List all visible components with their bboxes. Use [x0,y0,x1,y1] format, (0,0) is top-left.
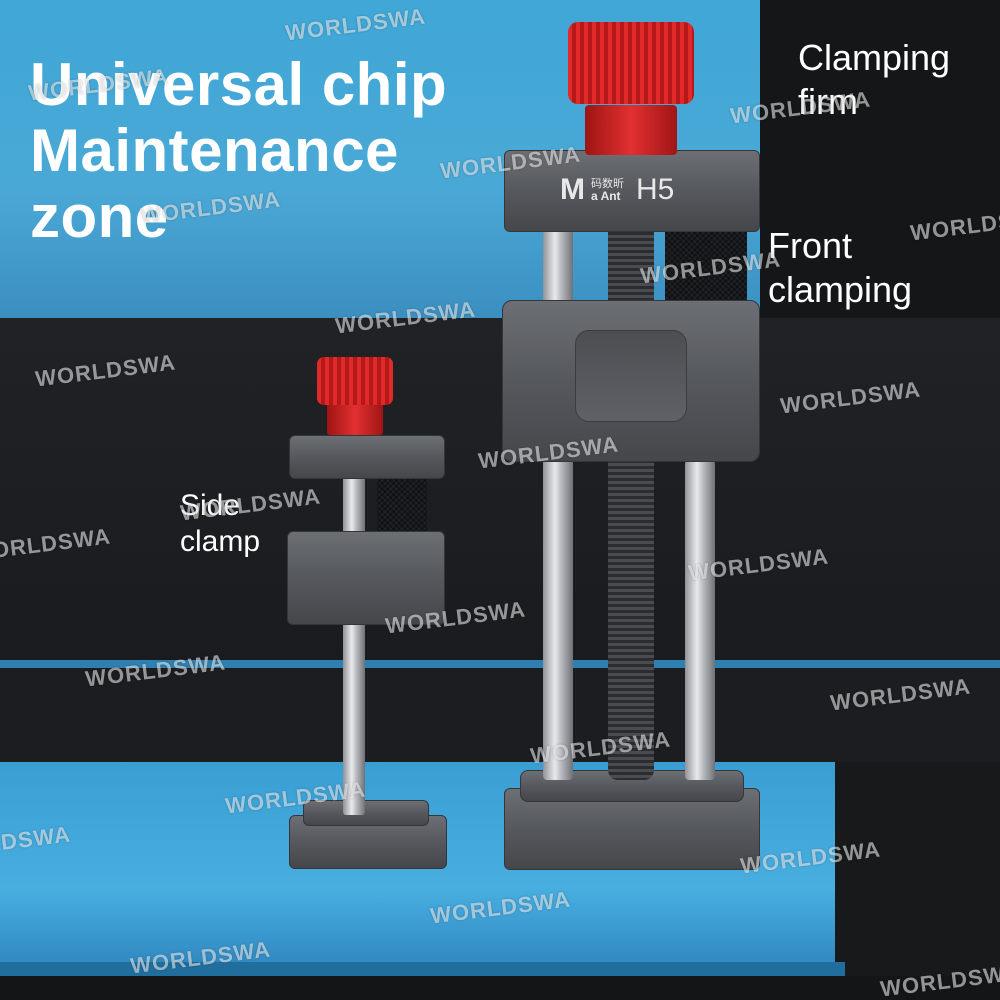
brand-subtext: 码数昕 a Ant [591,178,624,202]
small-red-knob [317,357,393,405]
callout-front-clamping-line-2: clamping [768,269,913,310]
callout-clamping-firm-line-1: Clamping [798,37,951,78]
small-clamp-base-top [303,800,429,826]
brand-sub-bottom: a Ant [591,189,621,203]
small-clamp-moving-block [287,531,445,625]
large-clamp-top-block [504,150,760,232]
large-knob-collar [585,105,677,155]
callout-clamping-firm: Clamping firm [798,36,950,124]
small-knob-collar [327,403,383,435]
callout-side-clamp-line-2: clamp [180,525,261,558]
background-dark-wall [0,318,1000,668]
headline-line-3: zone [30,183,169,250]
background-lower-wall [0,668,1000,768]
table-edge [0,962,845,976]
brand-mark: M [560,173,585,206]
floor-shadow [0,976,1000,1000]
small-clamp [285,355,455,875]
small-clamp-top-block [289,435,445,479]
background-blue-stripe [0,660,1000,668]
callout-side-clamp: Side clamp [180,488,260,560]
small-clamp-rod [343,455,365,815]
large-clamp-right-rod [685,460,715,780]
background-dark-corner [835,762,1000,976]
large-clamp: M 码数昕 a Ant H5 [500,20,770,870]
callout-clamping-firm-line-2: firm [798,81,858,122]
callout-front-clamping-line-1: Front [768,225,853,266]
callout-side-clamp-line-1: Side [180,489,241,522]
brand-logo: M 码数昕 a Ant H5 [560,170,674,210]
background-dark-panel [760,0,1000,318]
side-clamp-pad [377,477,427,539]
headline: Universal chip Maintenance zone [30,52,447,250]
model-label: H5 [636,173,675,206]
headline-line-2: Maintenance [30,117,399,184]
moving-block-slot [575,330,687,422]
large-red-knob [568,22,694,104]
headline-line-1: Universal chip [30,51,448,118]
callout-front-clamping: Front clamping [768,224,912,312]
brand-sub-top: 码数昕 [591,178,624,190]
